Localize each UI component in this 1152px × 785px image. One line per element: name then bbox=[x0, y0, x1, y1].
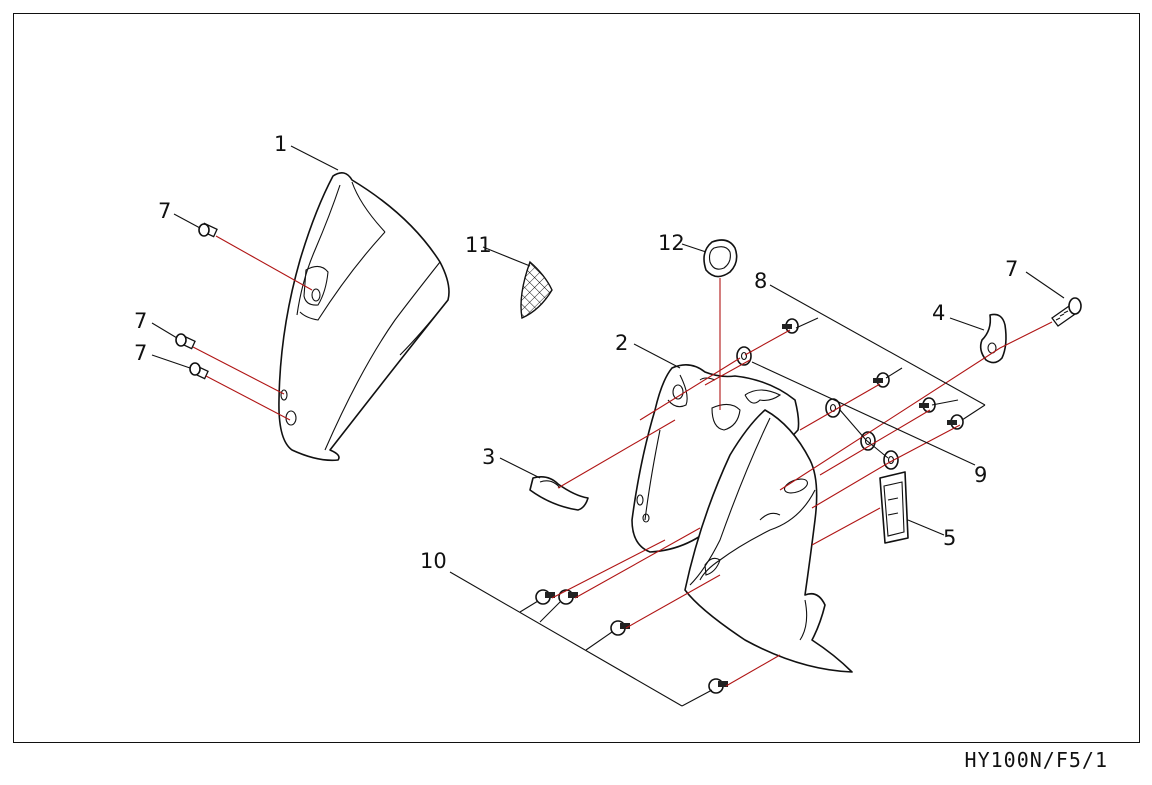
washer-upper bbox=[736, 346, 752, 366]
callout-9: 9 bbox=[974, 463, 987, 487]
screw-7-left-top bbox=[198, 222, 218, 238]
callout-11: 11 bbox=[465, 233, 492, 257]
part-11-mesh-grille bbox=[520, 260, 553, 320]
screw-10-c bbox=[610, 620, 630, 636]
callout-10: 10 bbox=[420, 549, 447, 573]
part-12-grommet bbox=[703, 239, 738, 278]
screw-10-a bbox=[535, 589, 555, 605]
screw-8-a bbox=[782, 318, 799, 334]
leader-lines bbox=[151, 145, 1065, 707]
screw-8-d bbox=[947, 414, 964, 430]
screw-7-left-low bbox=[189, 362, 209, 380]
leg-shield-lower bbox=[684, 409, 853, 673]
fasteners bbox=[175, 222, 1082, 694]
part-5-clip-plate bbox=[879, 471, 909, 544]
screw-8-c bbox=[919, 397, 936, 413]
part-2-inner-panel bbox=[631, 364, 800, 553]
part-4-bracket bbox=[979, 313, 1007, 364]
callout-7-mid-left: 7 bbox=[134, 309, 147, 333]
screw-10-b bbox=[558, 589, 578, 605]
screw-7-left-mid bbox=[175, 333, 196, 350]
drawing-code: HY100N/F5/1 bbox=[964, 748, 1108, 772]
washer-lower-b bbox=[883, 450, 899, 470]
callout-7-right: 7 bbox=[1005, 257, 1018, 281]
assembly-lines bbox=[192, 235, 1053, 687]
callout-7-top-left: 7 bbox=[158, 199, 171, 223]
callout-5: 5 bbox=[943, 526, 956, 550]
callout-8: 8 bbox=[754, 269, 767, 293]
screw-7-right-bolt bbox=[1051, 297, 1082, 327]
callout-7-low-left: 7 bbox=[134, 341, 147, 365]
screw-8-b bbox=[873, 372, 890, 388]
callout-4: 4 bbox=[932, 301, 945, 325]
screw-10-d bbox=[708, 678, 728, 694]
callout-2: 2 bbox=[615, 331, 628, 355]
callout-labels: 1 2 3 4 5 7 7 7 7 8 9 10 11 12 bbox=[134, 132, 1018, 573]
drawing-frame bbox=[13, 13, 1140, 743]
part-1-front-cover bbox=[278, 172, 450, 462]
callout-1: 1 bbox=[274, 132, 287, 156]
part-3-trim-piece bbox=[529, 476, 589, 511]
callout-3: 3 bbox=[482, 445, 495, 469]
callout-12: 12 bbox=[658, 231, 685, 255]
